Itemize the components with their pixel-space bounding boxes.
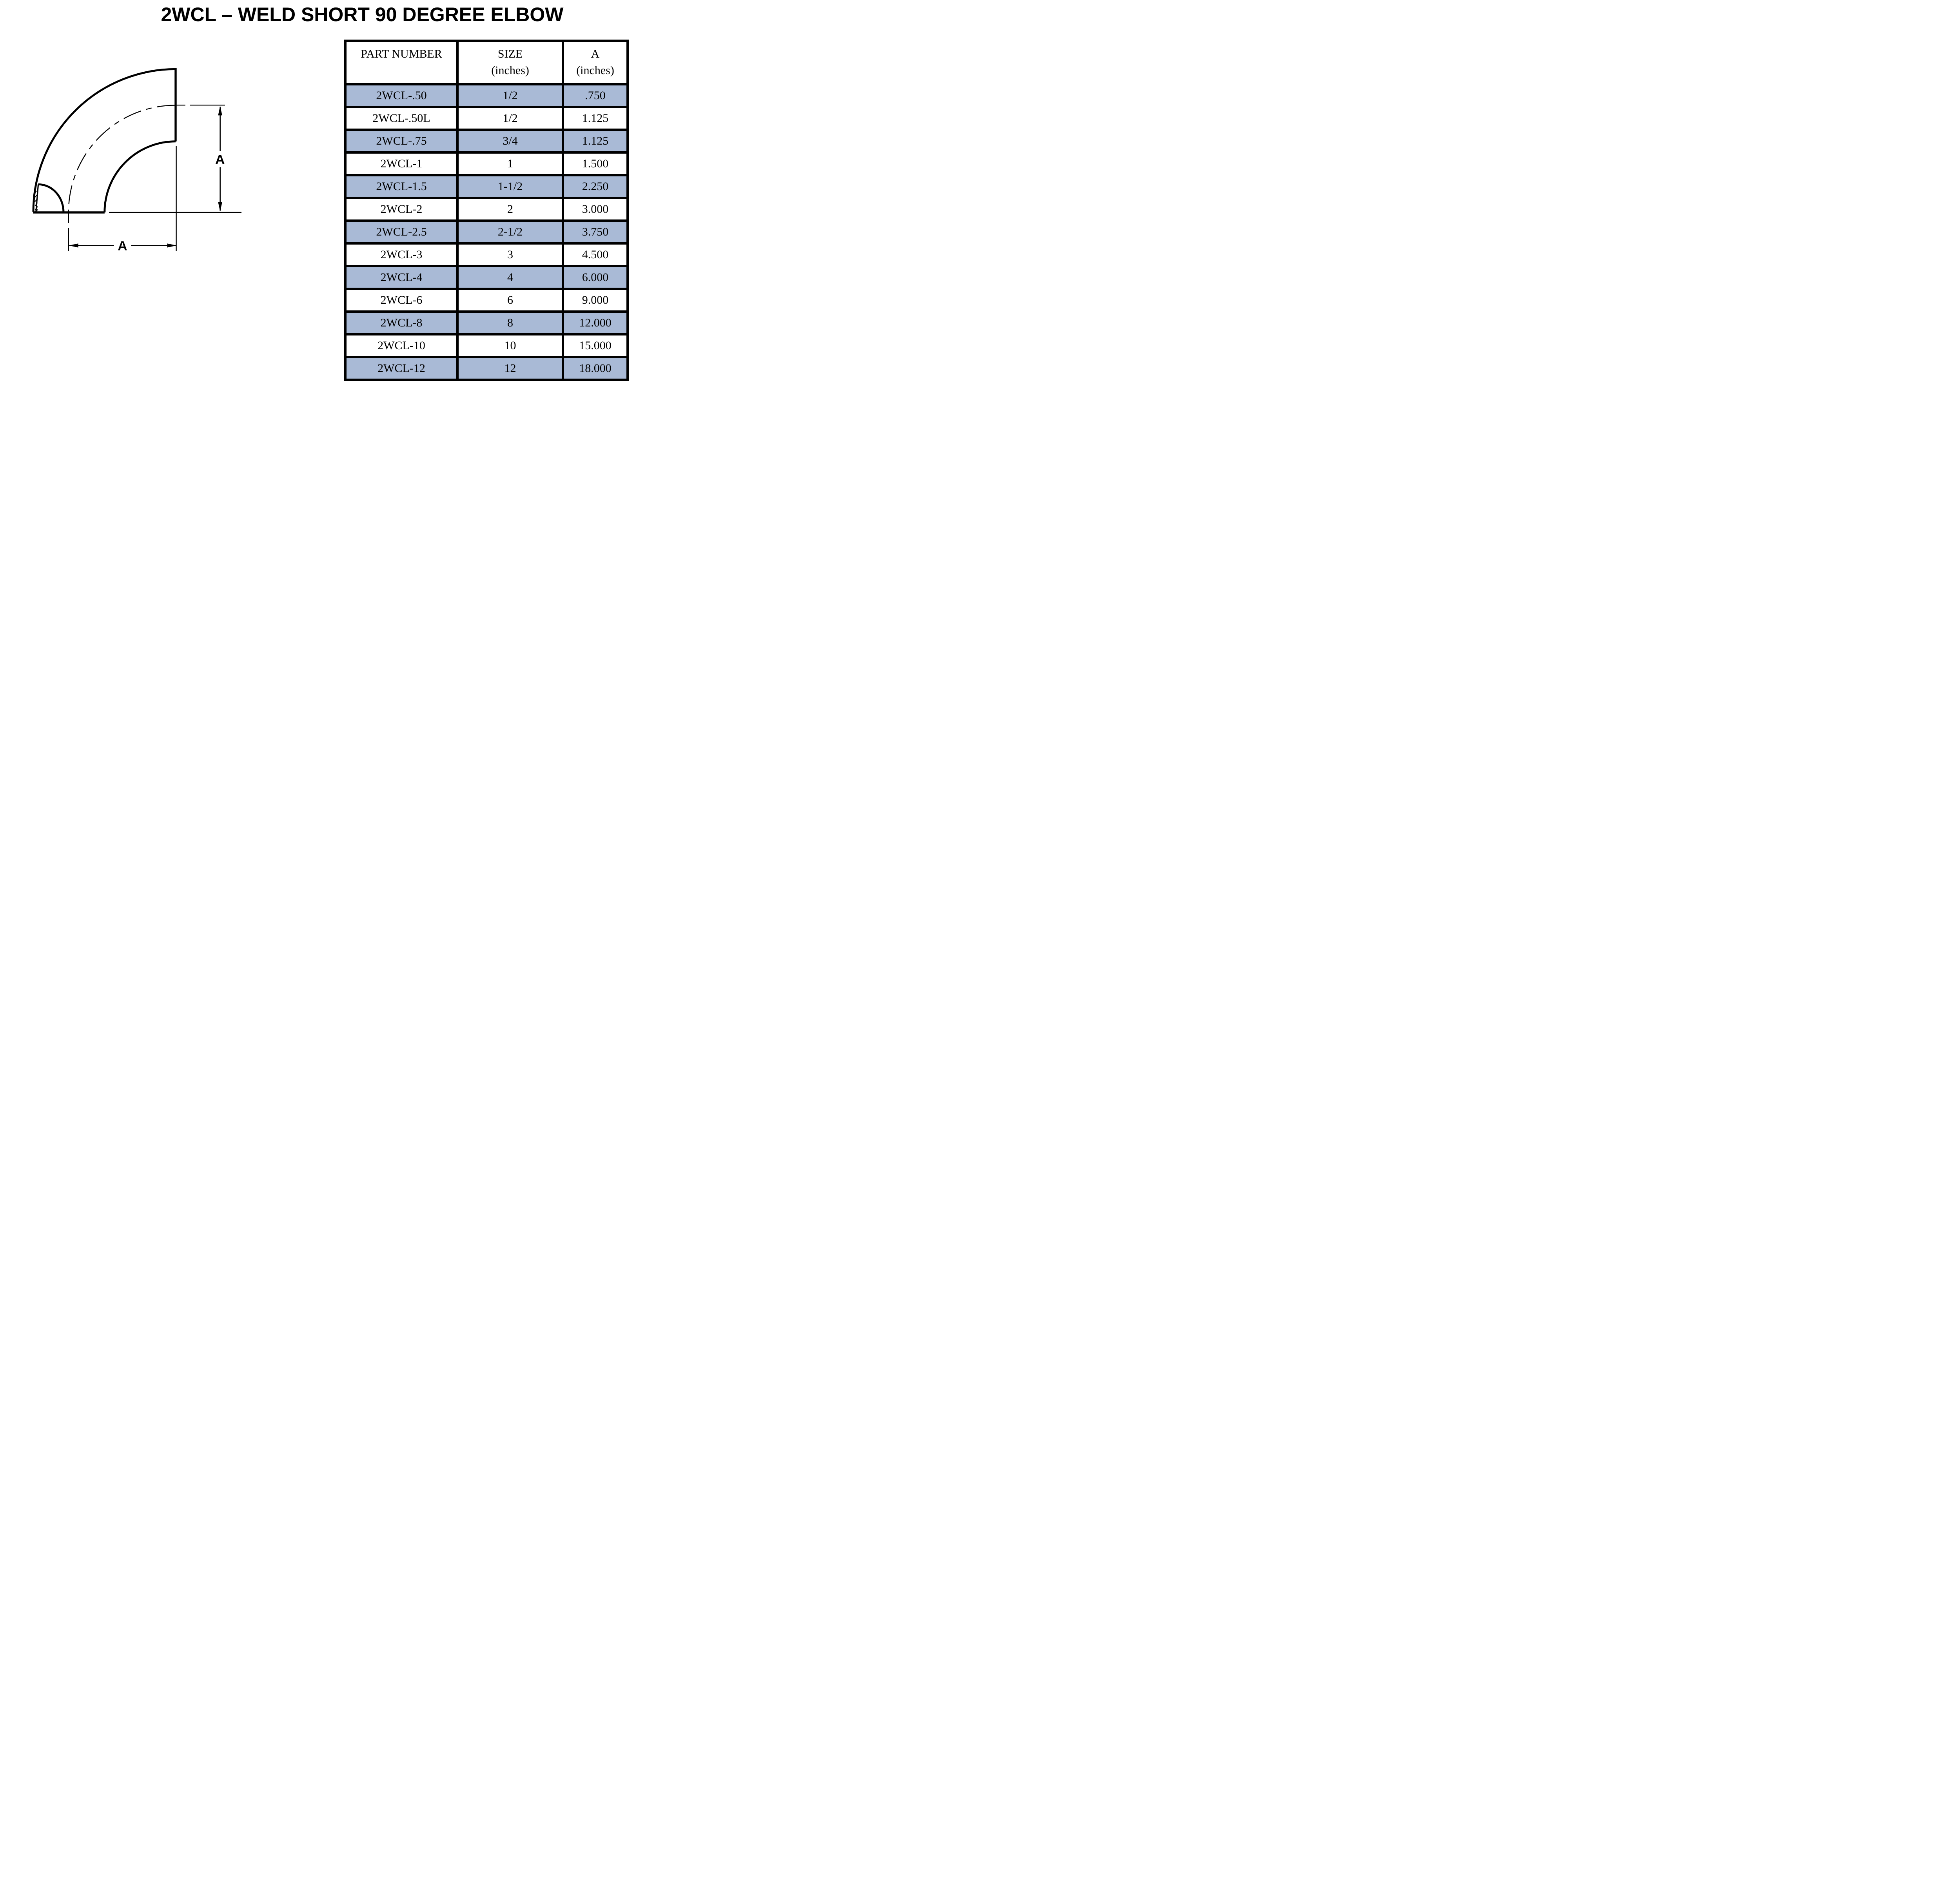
elbow-outer-arc xyxy=(32,68,176,212)
size-cell: 1/2 xyxy=(456,83,564,108)
a-dimension-cell: 4.500 xyxy=(562,242,629,267)
elbow-diagram: A A xyxy=(32,68,241,253)
a-dimension-cell: 2.250 xyxy=(562,174,629,199)
weld-hatch-lines xyxy=(34,190,38,212)
vertical-dimension: A xyxy=(215,106,225,212)
table-row: 2WCL-1.5 1-1/2 2.250 xyxy=(344,174,629,199)
part-number-cell: 2WCL-2.5 xyxy=(344,219,459,245)
table-row: 2WCL-10 10 15.000 xyxy=(344,333,629,358)
table-row: 2WCL-8 8 12.000 xyxy=(344,310,629,335)
size-cell: 10 xyxy=(456,333,564,358)
spec-table-body: 2WCL-.50 1/2 .750 2WCL-.50L 1/2 1.125 2W… xyxy=(344,83,629,381)
header-row: PART NUMBER SIZE (inches) A (inches) xyxy=(344,40,629,85)
table-row: 2WCL-2 2 3.000 xyxy=(344,197,629,222)
table-row: 2WCL-6 6 9.000 xyxy=(344,288,629,313)
part-number-cell: 2WCL-2 xyxy=(344,197,459,222)
size-cell: 6 xyxy=(456,288,564,313)
size-cell: 3/4 xyxy=(456,129,564,154)
dimension-label-horizontal: A xyxy=(118,239,127,253)
size-cell: 1 xyxy=(456,151,564,176)
size-cell: 1-1/2 xyxy=(456,174,564,199)
page-title: 2WCL – WELD SHORT 90 DEGREE ELBOW xyxy=(161,4,564,25)
arrow-down-icon xyxy=(218,202,222,212)
part-number-cell: 2WCL-1 xyxy=(344,151,459,176)
arrow-left-icon xyxy=(69,243,78,248)
size-cell: 2-1/2 xyxy=(456,219,564,245)
column-header-a: A (inches) xyxy=(562,40,629,85)
a-dimension-cell: 1.500 xyxy=(562,151,629,176)
a-dimension-cell: 15.000 xyxy=(562,333,629,358)
part-number-cell: 2WCL-.50L xyxy=(344,106,459,131)
a-dimension-cell: 6.000 xyxy=(562,265,629,290)
part-number-cell: 2WCL-12 xyxy=(344,356,459,381)
size-cell: 12 xyxy=(456,356,564,381)
a-dimension-cell: 3.000 xyxy=(562,197,629,222)
a-dimension-cell: 3.750 xyxy=(562,219,629,245)
part-number-cell: 2WCL-10 xyxy=(344,333,459,358)
size-cell: 2 xyxy=(456,197,564,222)
table-row: 2WCL-3 3 4.500 xyxy=(344,242,629,267)
part-number-cell: 2WCL-4 xyxy=(344,265,459,290)
centerline-arc xyxy=(68,105,176,212)
table-row: 2WCL-.50 1/2 .750 xyxy=(344,83,629,108)
elbow-inner-arc xyxy=(103,140,176,213)
arrow-up-icon xyxy=(218,106,222,116)
part-number-cell: 2WCL-.75 xyxy=(344,129,459,154)
size-cell: 1/2 xyxy=(456,106,564,131)
part-number-cell: 2WCL-6 xyxy=(344,288,459,313)
elbow-end-opening-arc xyxy=(38,183,65,213)
part-number-cell: 2WCL-3 xyxy=(344,242,459,267)
size-cell: 3 xyxy=(456,242,564,267)
size-cell: 8 xyxy=(456,310,564,335)
a-dimension-cell: 12.000 xyxy=(562,310,629,335)
a-dimension-cell: 1.125 xyxy=(562,106,629,131)
a-dimension-cell: 18.000 xyxy=(562,356,629,381)
part-number-cell: 2WCL-1.5 xyxy=(344,174,459,199)
table-row: 2WCL-12 12 18.000 xyxy=(344,356,629,381)
column-header-size: SIZE (inches) xyxy=(456,40,564,85)
table-row: 2WCL-.75 3/4 1.125 xyxy=(344,129,629,154)
horizontal-dimension: A xyxy=(69,239,177,253)
a-dimension-cell: 1.125 xyxy=(562,129,629,154)
elbow-end-wall-line xyxy=(35,184,39,213)
size-cell: 4 xyxy=(456,265,564,290)
a-dimension-cell: .750 xyxy=(562,83,629,108)
spec-table: PART NUMBER SIZE (inches) A (inches) 2WC… xyxy=(344,40,629,381)
catalog-page: { "title": "2WCL – WELD SHORT 90 DEGREE … xyxy=(0,0,629,381)
part-number-cell: 2WCL-.50 xyxy=(344,83,459,108)
table-row: 2WCL-4 4 6.000 xyxy=(344,265,629,290)
part-number-cell: 2WCL-8 xyxy=(344,310,459,335)
column-header-part-number: PART NUMBER xyxy=(344,40,459,85)
table-row: 2WCL-.50L 1/2 1.125 xyxy=(344,106,629,131)
dimension-label-vertical: A xyxy=(215,152,225,167)
a-dimension-cell: 9.000 xyxy=(562,288,629,313)
arrow-right-icon xyxy=(167,243,177,248)
table-row: 2WCL-2.5 2-1/2 3.750 xyxy=(344,219,629,245)
table-row: 2WCL-1 1 1.500 xyxy=(344,151,629,176)
